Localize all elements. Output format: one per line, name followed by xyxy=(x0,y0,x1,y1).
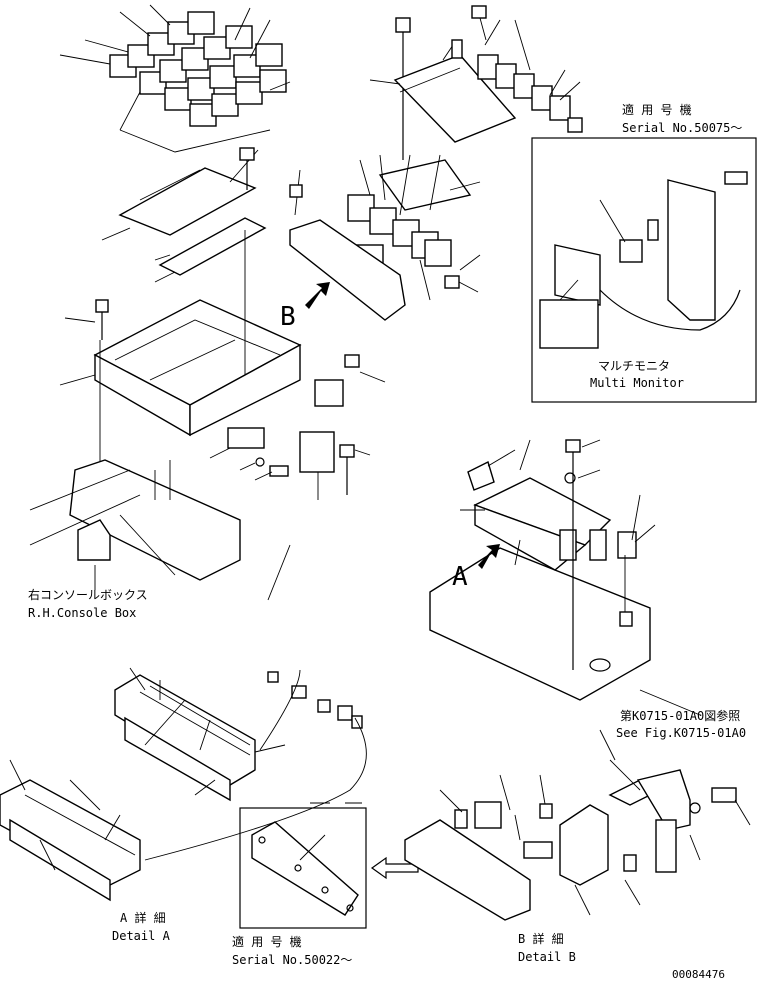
relay-small-right xyxy=(314,354,386,495)
view-a-marker: A xyxy=(452,544,500,592)
view-b-marker: B xyxy=(280,282,330,332)
flasher-unit xyxy=(299,431,335,500)
serial-top-jp: 適 用 号 機 xyxy=(622,102,692,117)
relay-bracket-top xyxy=(369,39,517,143)
marker-b-label: B xyxy=(280,302,296,332)
relay-socket-bars xyxy=(101,149,267,283)
serial-box-bottom xyxy=(239,802,419,929)
detail-b-assembly xyxy=(404,729,751,921)
multi-monitor-en: Multi Monitor xyxy=(590,376,684,390)
console-box xyxy=(29,459,291,601)
reference-en: See Fig.K0715-01A0 xyxy=(616,726,746,740)
bolt-left xyxy=(95,299,109,340)
serial-bottom-jp: 適 用 号 機 xyxy=(232,934,302,949)
serial-box-top: 適 用 号 機 Serial No.50075～ xyxy=(531,102,757,403)
bolt-top-center xyxy=(395,17,411,160)
bolt-right-center xyxy=(444,254,481,293)
serial-top-en: Serial No.50075～ xyxy=(622,121,742,135)
mounting-tray xyxy=(59,230,302,490)
small-relay-center xyxy=(209,427,289,481)
reference-jp: 第K0715-01A0図参照 xyxy=(620,708,740,723)
relay-row-top-right xyxy=(471,5,583,133)
detail-a-en: Detail A xyxy=(112,929,171,943)
detail-a-fuse-block-upper xyxy=(114,667,363,802)
detail-a-fuse-block-lower xyxy=(0,717,367,902)
serial-bottom-en: Serial No.50022～ xyxy=(232,953,352,967)
fuse-box-assembly xyxy=(429,439,701,716)
bolt-top-left xyxy=(239,147,255,190)
drawing-number: 00084476 xyxy=(672,968,725,981)
detail-b-en: Detail B xyxy=(518,950,576,964)
console-box-label-en: R.H.Console Box xyxy=(28,606,136,620)
multi-monitor-jp: マルチモニタ xyxy=(598,359,670,373)
mounting-plate-center xyxy=(289,169,406,321)
marker-a-label: A xyxy=(452,562,468,592)
detail-a-jp: A 詳 細 xyxy=(120,910,166,925)
detail-b-jp: B 詳 細 xyxy=(518,931,564,946)
console-box-label-jp: 右コンソールボックス xyxy=(28,587,148,602)
relay-cluster xyxy=(59,4,291,153)
